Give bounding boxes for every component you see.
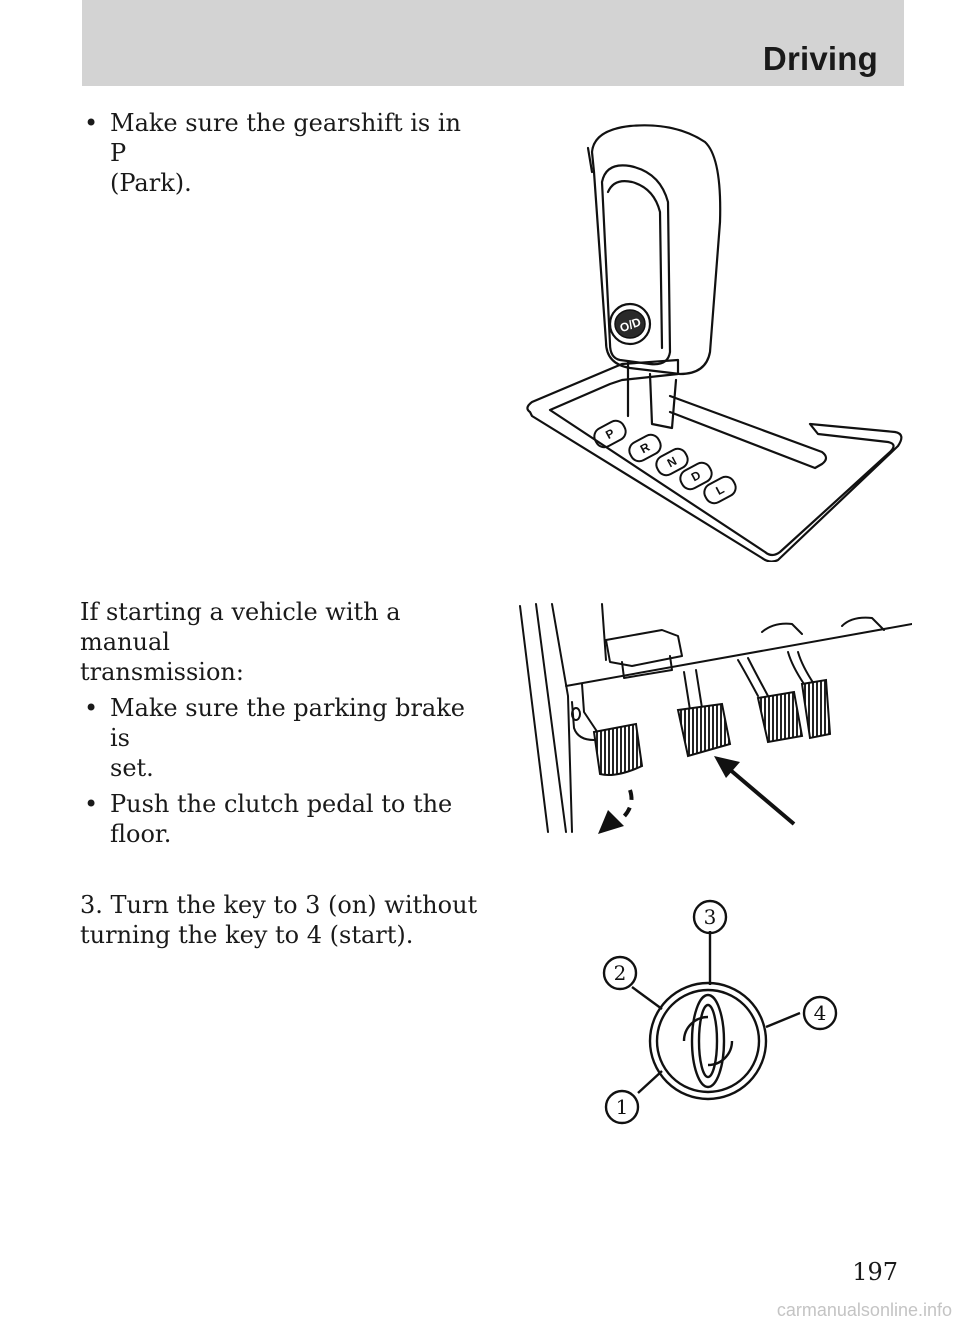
- ignition-paragraph: 3. Turn the key to 3 (on) without turnin…: [80, 891, 478, 949]
- position-marker: [602, 955, 638, 991]
- clutch-pad: [676, 702, 732, 758]
- od-label: O/D: [618, 315, 643, 336]
- gear-badge-d: D: [679, 461, 713, 491]
- gearshift-svg: O/D P R N D L: [526, 124, 903, 562]
- parking-brake-pivot: [571, 707, 581, 721]
- intro-paragraph: If starting a vehicle with a manual tran…: [80, 598, 401, 686]
- wall-line: [601, 603, 607, 661]
- dash-edge: [565, 623, 912, 687]
- base-plate: [526, 358, 903, 562]
- position-label-4: 4: [814, 1001, 827, 1025]
- gear-badge-p: P: [593, 419, 627, 449]
- release-arrow: [598, 789, 634, 834]
- bullet-icon: •: [84, 694, 99, 722]
- position-marker: [604, 1089, 640, 1125]
- bullet-item: • Make sure the gearshift is in P (Park)…: [80, 108, 480, 198]
- key-slot-outer: [690, 993, 726, 1089]
- clutch-arm: [683, 671, 691, 711]
- gate-slot: [668, 394, 828, 470]
- dash-mount: [841, 616, 885, 631]
- wall-line: [519, 605, 549, 833]
- accelerator-pad: [800, 678, 832, 740]
- bullet-line: (Park).: [110, 169, 192, 197]
- position-label-3: 3: [704, 905, 717, 929]
- dash-mount: [761, 622, 803, 635]
- bullet-item: • Make sure the parking brake is set.: [84, 694, 465, 782]
- ignition-illustration: 3 2 4 1: [580, 895, 850, 1135]
- leader-line-4: [765, 1011, 801, 1029]
- ignition-instructions: 3. Turn the key to 3 (on) without turnin…: [80, 890, 480, 950]
- pedals-illustration: [512, 600, 912, 840]
- page-number: 197: [852, 1258, 898, 1286]
- position-marker: [802, 995, 838, 1031]
- brake-arm: [747, 657, 769, 697]
- leader-line-1: [637, 1070, 663, 1094]
- accel-arm: [797, 651, 815, 685]
- gearshift-illustration: O/D P R N D L: [510, 112, 910, 562]
- clutch-pointer-arrow: [714, 756, 796, 826]
- section-title: Driving: [762, 40, 878, 77]
- overdrive-button: O/D: [608, 302, 652, 346]
- cylinder-arc: [707, 1040, 734, 1067]
- shift-handle: [590, 124, 722, 376]
- dash-bracket-inner: [621, 655, 673, 679]
- panel-highlight: [606, 180, 664, 350]
- handle-panel: [600, 164, 672, 366]
- brake-arm: [737, 659, 759, 697]
- ignition-inner-ring: [655, 988, 761, 1094]
- gearshift-instructions: • Make sure the gearshift is in P (Park)…: [80, 108, 480, 198]
- key-slot-inner: [697, 1003, 719, 1079]
- gear-badge-l: L: [703, 475, 737, 505]
- bullet-item: • Push the clutch pedal to the floor.: [84, 790, 453, 848]
- dash-bracket: [605, 629, 683, 667]
- bullet-icon: •: [84, 790, 99, 818]
- stem-right: [648, 372, 678, 430]
- ignition-svg: 3 2 4 1: [602, 899, 838, 1125]
- svg-text:D: D: [689, 468, 704, 485]
- accel-arm: [787, 651, 805, 685]
- wall-line: [551, 603, 573, 833]
- parking-brake-pad: [592, 722, 644, 776]
- pedal-pads: [592, 678, 832, 776]
- bullet-icon: •: [84, 109, 99, 137]
- position-label-2: 2: [614, 961, 627, 985]
- leader-line-2: [631, 986, 663, 1010]
- wall-line: [535, 603, 567, 833]
- parking-brake-link: [571, 701, 595, 741]
- svg-text:P: P: [603, 426, 617, 442]
- position-label-1: 1: [616, 1095, 629, 1119]
- parking-brake-arm: [581, 683, 601, 739]
- watermark[interactable]: carmanualsonline.info: [776, 1300, 952, 1320]
- position-marker: [692, 899, 728, 935]
- cylinder-arc: [682, 1015, 709, 1042]
- ignition-outer-ring: [648, 981, 768, 1101]
- handle-edge: [586, 146, 594, 174]
- svg-text:N: N: [665, 454, 679, 470]
- svg-text:L: L: [713, 482, 726, 498]
- svg-text:R: R: [638, 440, 653, 457]
- manual-transmission-instructions: If starting a vehicle with a manual tran…: [80, 597, 480, 849]
- pedals-svg: [519, 603, 912, 834]
- clutch-arm: [695, 669, 703, 709]
- bullet-line: Make sure the gearshift is in P: [110, 109, 461, 167]
- header-band: [82, 0, 904, 86]
- brake-pad: [756, 690, 804, 744]
